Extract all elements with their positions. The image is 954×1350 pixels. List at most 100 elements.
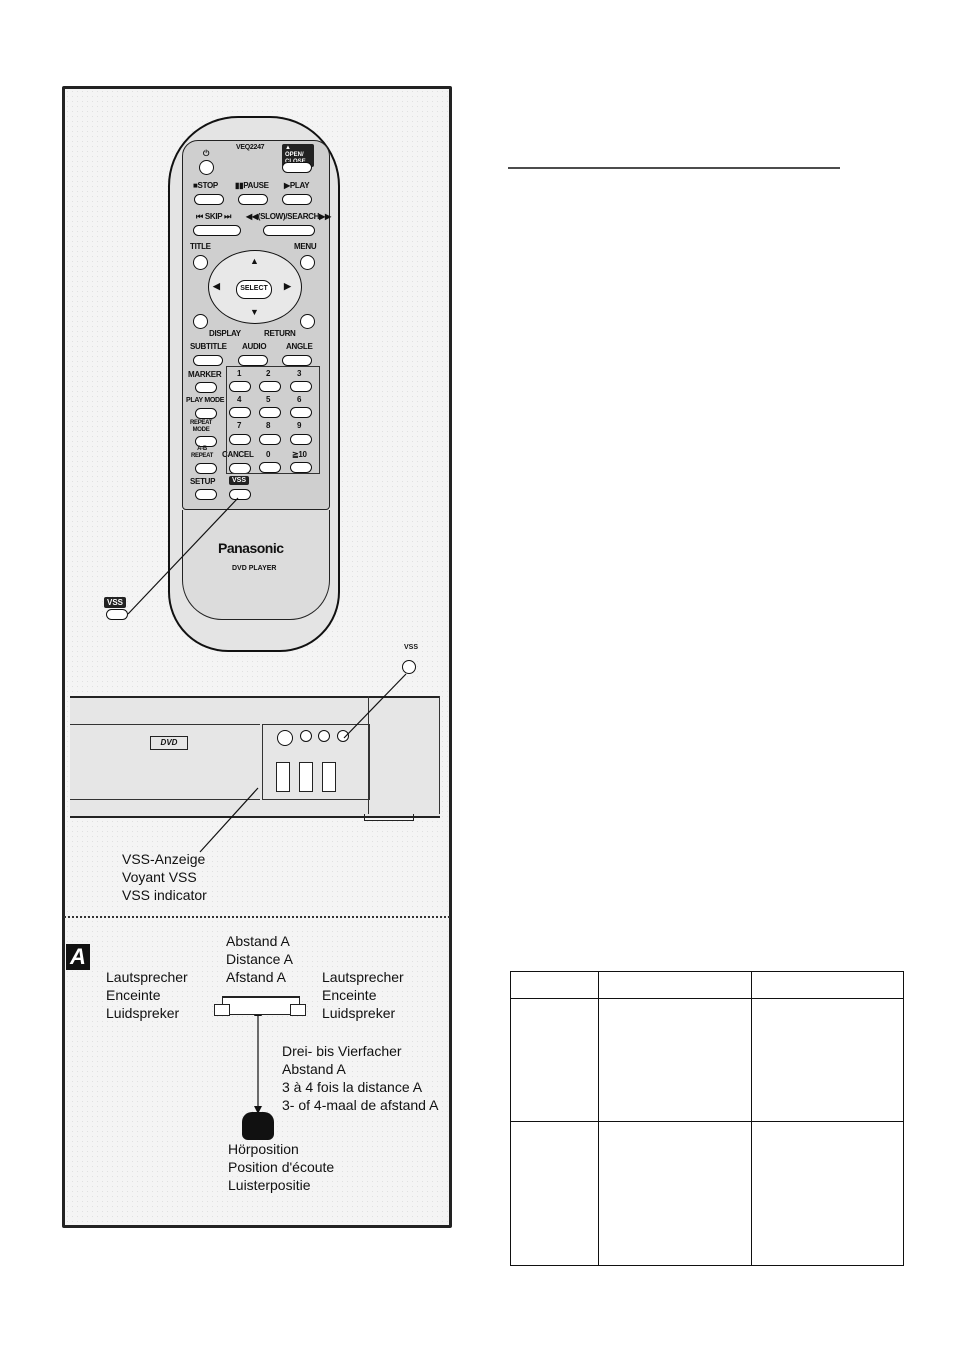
dvd-logo: DVD: [150, 736, 188, 750]
player-vss-callout-button: [402, 660, 416, 674]
digit-2-label: 2: [266, 369, 271, 378]
figure-a-marker: A: [66, 944, 90, 970]
front-key-2[interactable]: [299, 762, 313, 792]
open-close-button[interactable]: [282, 162, 312, 173]
audio-label: AUDIO: [242, 342, 267, 351]
distance-label-de: Abstand A: [226, 933, 290, 949]
digit-4-button[interactable]: [229, 407, 251, 418]
title-button[interactable]: [193, 255, 208, 270]
digit-9-button[interactable]: [290, 434, 312, 445]
down-arrow-icon[interactable]: ▼: [250, 307, 259, 317]
marker-label: MARKER: [188, 370, 222, 379]
listening-label-fr: Position d'écoute: [228, 1159, 335, 1175]
up-arrow-icon[interactable]: ▲: [250, 256, 259, 266]
audio-button[interactable]: [238, 355, 268, 366]
front-button-2[interactable]: [318, 730, 330, 742]
section-divider: [64, 916, 450, 918]
stop-button[interactable]: [194, 194, 224, 205]
skip-button[interactable]: [193, 225, 241, 236]
indicator-label-en: VSS indicator: [122, 887, 207, 903]
power-button[interactable]: [199, 160, 214, 175]
left-speaker-icon: [214, 1004, 230, 1016]
distance-label-nl: Afstand A: [226, 969, 286, 985]
table-cell: [751, 1121, 904, 1266]
table-cell: [598, 1121, 752, 1266]
dvd-player-front: [70, 696, 440, 818]
speaker-left-de: Lautsprecher: [106, 969, 188, 985]
menu-label: MENU: [294, 242, 317, 251]
pause-button[interactable]: [238, 194, 268, 205]
digit-8-button[interactable]: [259, 434, 281, 445]
digit-6-label: 6: [297, 395, 302, 404]
digit-3-label: 3: [297, 369, 302, 378]
indicator-label-fr: Voyant VSS: [122, 869, 197, 885]
distance-label-fr: Distance A: [226, 951, 293, 967]
menu-button[interactable]: [300, 255, 315, 270]
right-speaker-icon: [290, 1004, 306, 1016]
digit-0-button[interactable]: [259, 462, 281, 473]
cancel-label: CANCEL: [222, 450, 254, 459]
return-label: RETURN: [264, 329, 296, 338]
front-key-1[interactable]: [276, 762, 290, 792]
digit-2-button[interactable]: [259, 381, 281, 392]
power-knob[interactable]: [277, 730, 293, 746]
digit-5-button[interactable]: [259, 407, 281, 418]
number-key-frame: [226, 366, 320, 474]
ab-repeat-button[interactable]: [195, 463, 217, 474]
repeat-mode-label: REPEAT MODE: [189, 420, 213, 433]
listener-head-icon: [242, 1112, 274, 1140]
select-button[interactable]: SELECT: [236, 280, 272, 299]
play-mode-button[interactable]: [195, 408, 217, 419]
repeat-mode-button[interactable]: [195, 436, 217, 447]
vss-callout-tag: VSS: [104, 597, 127, 608]
angle-button[interactable]: [282, 355, 312, 366]
multiple-label-nl: 3- of 4-maal de afstand A: [282, 1097, 439, 1113]
play-mode-label: PLAY MODE: [186, 397, 225, 404]
player-vss-label: VSS: [404, 644, 419, 651]
left-arrow-icon[interactable]: ◀: [213, 281, 220, 291]
speaker-right-labels: Lautsprecher Enceinte Luidspreker: [322, 968, 404, 1022]
marker-button[interactable]: [195, 382, 217, 393]
indicator-label-de: VSS-Anzeige: [122, 851, 206, 867]
digit-7-label: 7: [237, 421, 242, 430]
multiple-label-fr: 3 à 4 fois la distance A: [282, 1079, 423, 1095]
digit-10-button[interactable]: [290, 462, 312, 473]
front-vss-button[interactable]: [337, 730, 349, 742]
slow-search-button[interactable]: [263, 225, 315, 236]
setup-button[interactable]: [195, 489, 217, 500]
digit-7-button[interactable]: [229, 434, 251, 445]
vss-button[interactable]: [229, 489, 251, 500]
brand-logo: Panasonic: [218, 540, 284, 556]
subtitle-button[interactable]: [193, 355, 223, 366]
tv-and-speakers-icon: [222, 996, 300, 1015]
table-header-cell: [751, 971, 904, 999]
speaker-right-nl: Luidspreker: [322, 1005, 396, 1021]
power-icon: ⏻: [203, 149, 210, 158]
vss-indicator-label: VSS-Anzeige Voyant VSS VSS indicator: [122, 850, 207, 904]
right-arrow-icon[interactable]: ▶: [284, 281, 291, 291]
digit-6-button[interactable]: [290, 407, 312, 418]
play-button[interactable]: [282, 194, 312, 205]
control-panel: [262, 724, 370, 800]
angle-label: ANGLE: [286, 342, 313, 351]
slow-search-label: ◀◀(SLOW)/SEARCH▶▶: [246, 212, 331, 221]
front-button-1[interactable]: [300, 730, 312, 742]
digit-4-label: 4: [237, 395, 242, 404]
digit-3-button[interactable]: [290, 381, 312, 392]
table-cell: [510, 1121, 599, 1266]
return-button[interactable]: [300, 314, 315, 329]
display-button[interactable]: [193, 314, 208, 329]
listening-position-labels: Hörposition Position d'écoute Luisterpos…: [228, 1140, 334, 1194]
speaker-left-labels: Lautsprecher Enceinte Luidspreker: [106, 968, 188, 1022]
multiple-label-de-2: Abstand A: [282, 1061, 346, 1077]
stop-label: ■STOP: [193, 181, 218, 190]
title-label: TITLE: [190, 242, 211, 251]
distance-a-labels: Abstand A Distance A Afstand A: [226, 932, 293, 986]
speaker-right-fr: Enceinte: [322, 987, 377, 1003]
table-cell: [598, 998, 752, 1122]
front-key-3[interactable]: [322, 762, 336, 792]
listening-label-de: Hörposition: [228, 1141, 299, 1157]
digit-1-button[interactable]: [229, 381, 251, 392]
digit-10-label: ≧10: [292, 450, 307, 459]
multiple-label-de-1: Drei- bis Vierfacher: [282, 1043, 402, 1059]
